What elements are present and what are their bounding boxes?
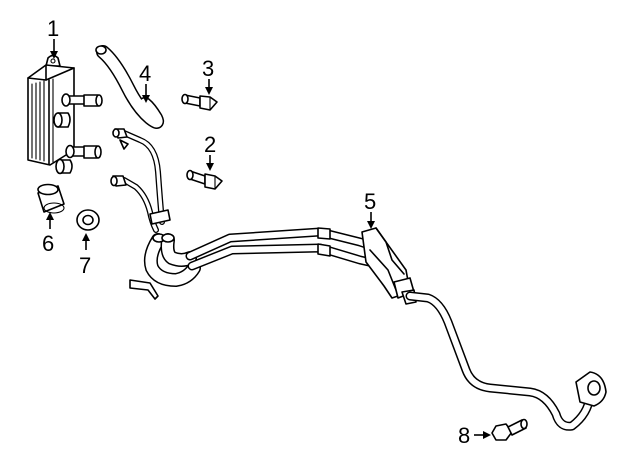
callout-5: 5	[364, 189, 376, 214]
callout-arrows	[46, 39, 491, 439]
sleeve[interactable]	[37, 183, 65, 214]
oil-cooler[interactable]	[27, 54, 103, 175]
seal-washer[interactable]	[76, 209, 100, 231]
cooler-tubes[interactable]	[110, 128, 171, 233]
bolt-2[interactable]	[186, 169, 223, 190]
callout-2: 2	[204, 132, 216, 157]
bolt-3[interactable]	[181, 93, 218, 111]
cooler-line-assembly[interactable]	[129, 227, 607, 431]
callout-8: 8	[458, 423, 470, 448]
callout-labels: 1 2 3 4 5 6 7 8	[42, 16, 470, 448]
callout-3: 3	[202, 56, 214, 81]
bolt-8[interactable]	[491, 418, 528, 441]
callout-4: 4	[139, 61, 151, 86]
callout-1: 1	[47, 16, 59, 41]
callout-6: 6	[42, 231, 54, 256]
callout-7: 7	[79, 253, 91, 278]
cooler-hose[interactable]	[95, 45, 165, 129]
